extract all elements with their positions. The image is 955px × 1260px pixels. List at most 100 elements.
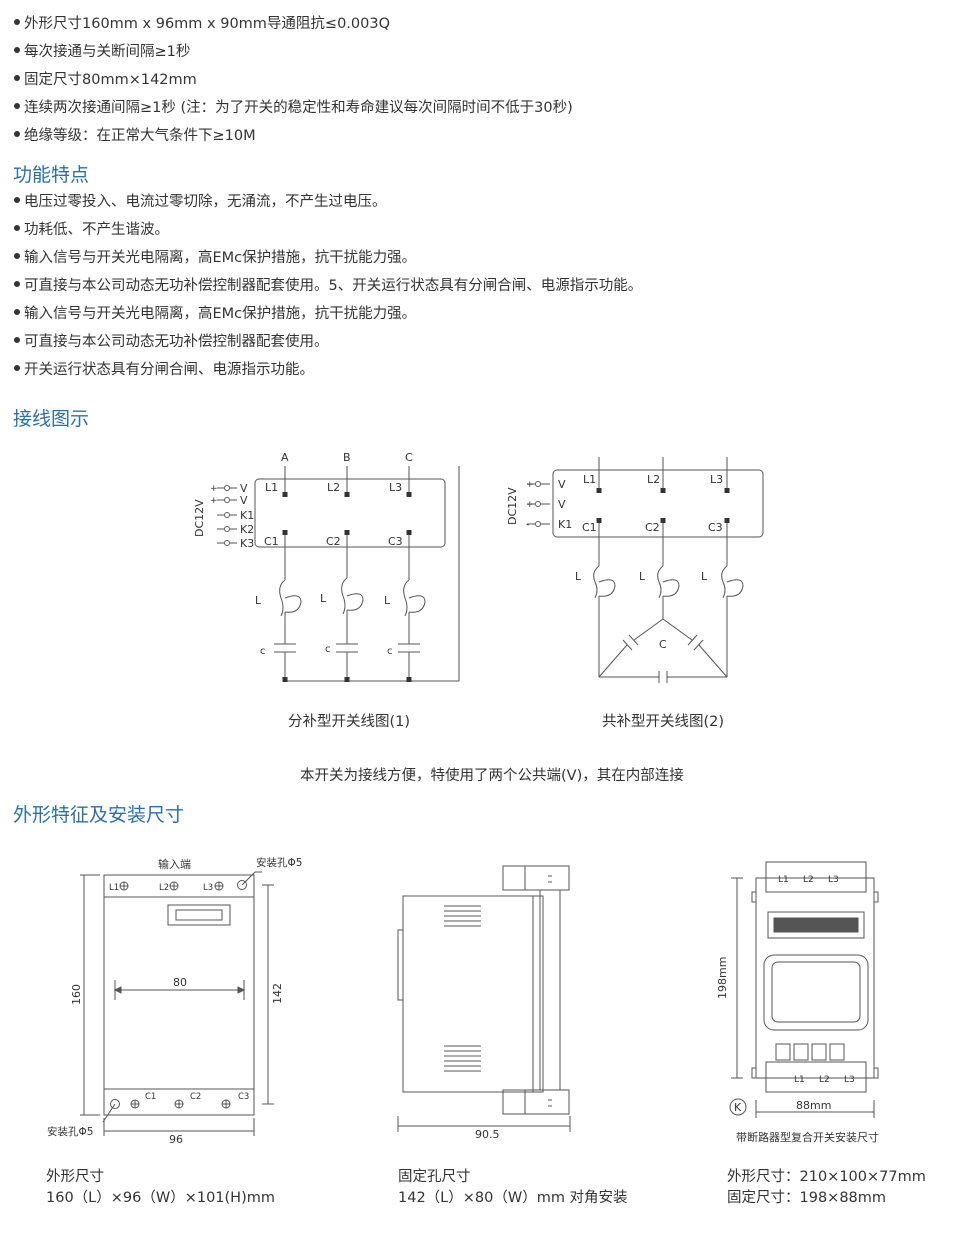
diagram-1-caption: 分补型开关线图(1) — [288, 714, 411, 730]
spec-line-3: 固定尺寸80mm×142mm — [14, 70, 197, 90]
bullet-icon — [14, 19, 20, 25]
bullet-icon — [14, 47, 20, 53]
terminal-label: L1 — [794, 1075, 805, 1085]
polarity-label: - — [526, 520, 529, 530]
cap-terminal-label: C2 — [326, 535, 341, 548]
spec-block-1: 外形尺寸 160（L）×96（W）×101(H)mm — [46, 1169, 275, 1206]
line-label: L3 — [710, 473, 723, 486]
bullet-icon — [14, 365, 20, 371]
install-figure-3 — [729, 861, 879, 1118]
phase-label-b: B — [343, 451, 351, 464]
wiring-diagram-1 — [217, 466, 460, 682]
terminal-label: V — [240, 482, 248, 495]
terminal-label: K1 — [240, 509, 254, 522]
dc12v-label: DC12V — [506, 487, 519, 525]
bullet-icon — [14, 281, 20, 287]
diagram-2-caption: 共补型开关线图(2) — [602, 714, 725, 730]
spec-block-2: 固定孔尺寸 142（L）×80（W）mm 对角安装 — [398, 1169, 628, 1206]
bullet-icon — [14, 197, 20, 203]
feature-item: 可直接与本公司动态无功补偿控制器配套使用。 — [14, 332, 329, 352]
capacitor-label: C — [659, 638, 667, 651]
features-heading: 功能特点 — [13, 164, 90, 186]
cap-terminal-label: C3 — [708, 521, 723, 534]
inductor-label: L — [384, 594, 391, 607]
bullet-icon — [14, 337, 20, 343]
bullet-icon — [14, 131, 20, 137]
wiring-note: 本开关为接线方便，特使用了两个公共端(V)，其在内部连接 — [300, 768, 684, 784]
spec-line-2: 每次接通与关断间隔≥1秒 — [14, 42, 190, 62]
capacitor-label: c — [325, 644, 331, 655]
feature-item: 电压过零投入、电流过零切除，无涌流，不产生过电压。 — [14, 192, 387, 212]
install-figure-1 — [80, 871, 274, 1136]
dimension-label: 90.5 — [475, 1128, 500, 1141]
terminal-label: K3 — [240, 537, 254, 550]
capacitor-label: c — [387, 646, 393, 657]
terminal-label: L3 — [828, 875, 839, 885]
dimension-label: 198mm — [716, 957, 729, 999]
bullet-icon — [14, 75, 20, 81]
feature-item: 开关运行状态具有分闸合闸、电源指示功能。 — [14, 360, 314, 380]
line-label: L1 — [265, 481, 278, 494]
terminal-label: C3 — [238, 1092, 249, 1102]
wiring-heading: 接线图示 — [13, 408, 90, 430]
inductor-label: L — [701, 570, 708, 583]
terminal-label: V — [558, 478, 566, 491]
bullet-icon — [14, 225, 20, 231]
terminal-label: L2 — [803, 875, 814, 885]
spec-block-3: 外形尺寸：210×100×77mm 固定尺寸：198×88mm — [727, 1169, 926, 1206]
polarity-label: + — [210, 484, 218, 494]
terminal-label: L2 — [159, 883, 169, 893]
inductor-label: L — [575, 570, 582, 583]
input-terminal-label: 输入端 — [158, 857, 191, 871]
line-label: L2 — [327, 481, 340, 494]
terminal-label: K1 — [558, 518, 572, 531]
terminal-label: C2 — [190, 1092, 201, 1102]
install-heading: 外形特征及安装尺寸 — [13, 804, 185, 826]
bullet-icon — [14, 253, 20, 259]
line-label: L1 — [583, 473, 596, 486]
polarity-label: + — [526, 480, 534, 490]
dimension-label: 160 — [70, 984, 83, 1005]
cap-terminal-label: C3 — [388, 535, 403, 548]
terminal-label: C1 — [145, 1092, 156, 1102]
terminal-label: K2 — [240, 523, 254, 536]
terminal-label: V — [240, 494, 248, 507]
inductor-label: L — [320, 592, 327, 605]
bullet-icon — [14, 103, 20, 109]
inductor-label: L — [639, 570, 646, 583]
terminal-label: L3 — [203, 883, 213, 893]
mount-hole-label: 安装孔Φ5 — [47, 1125, 93, 1138]
terminal-label: L1 — [109, 883, 119, 893]
terminal-label: L2 — [819, 1075, 830, 1085]
cap-terminal-label: C2 — [645, 521, 660, 534]
dimension-label: 88mm — [796, 1099, 831, 1112]
dimension-label: 80 — [173, 976, 187, 989]
feature-item: 可直接与本公司动态无功补偿控制器配套使用。5、开关运行状态具有分闸合闸、电源指示… — [14, 276, 642, 296]
install-figure-2 — [397, 865, 571, 1132]
feature-item: 功耗低、不产生谐波。 — [14, 220, 169, 240]
wiring-diagram-2 — [527, 457, 764, 683]
line-label: L2 — [647, 473, 660, 486]
feature-item: 输入信号与开关光电隔离，高EMc保护措施，抗干扰能力强。 — [14, 248, 416, 268]
phase-label-c: C — [405, 451, 413, 464]
feature-item: 输入信号与开关光电隔离，高EMc保护措施，抗干扰能力强。 — [14, 304, 416, 324]
mount-hole-label: 安装孔Φ5 — [256, 856, 302, 869]
terminal-label: L1 — [778, 875, 789, 885]
capacitor-label: c — [260, 646, 266, 657]
bullet-icon — [14, 309, 20, 315]
cap-terminal-label: C1 — [264, 535, 279, 548]
terminal-label: V — [558, 498, 566, 511]
breaker-marker: K — [734, 1101, 742, 1114]
dimension-label: 96 — [169, 1133, 183, 1146]
figure-caption: 带断路器型复合开关安装尺寸 — [736, 1130, 879, 1144]
line-label: L3 — [389, 481, 402, 494]
dc12v-label: DC12V — [193, 499, 206, 537]
spec-line-5: 绝缘等级：在正常大气条件下≥10M — [14, 126, 256, 146]
polarity-label: + — [210, 496, 218, 506]
spec-line-4: 连续两次接通间隔≥1秒 (注：为了开关的稳定性和寿命建议每次间隔时间不低于30秒… — [14, 98, 573, 118]
polarity-label: + — [526, 500, 534, 510]
phase-label-a: A — [281, 451, 289, 464]
spec-line-1: 外形尺寸160mm x 96mm x 90mm导通阻抗≤0.003Q — [14, 14, 390, 34]
terminal-label: L3 — [844, 1075, 855, 1085]
